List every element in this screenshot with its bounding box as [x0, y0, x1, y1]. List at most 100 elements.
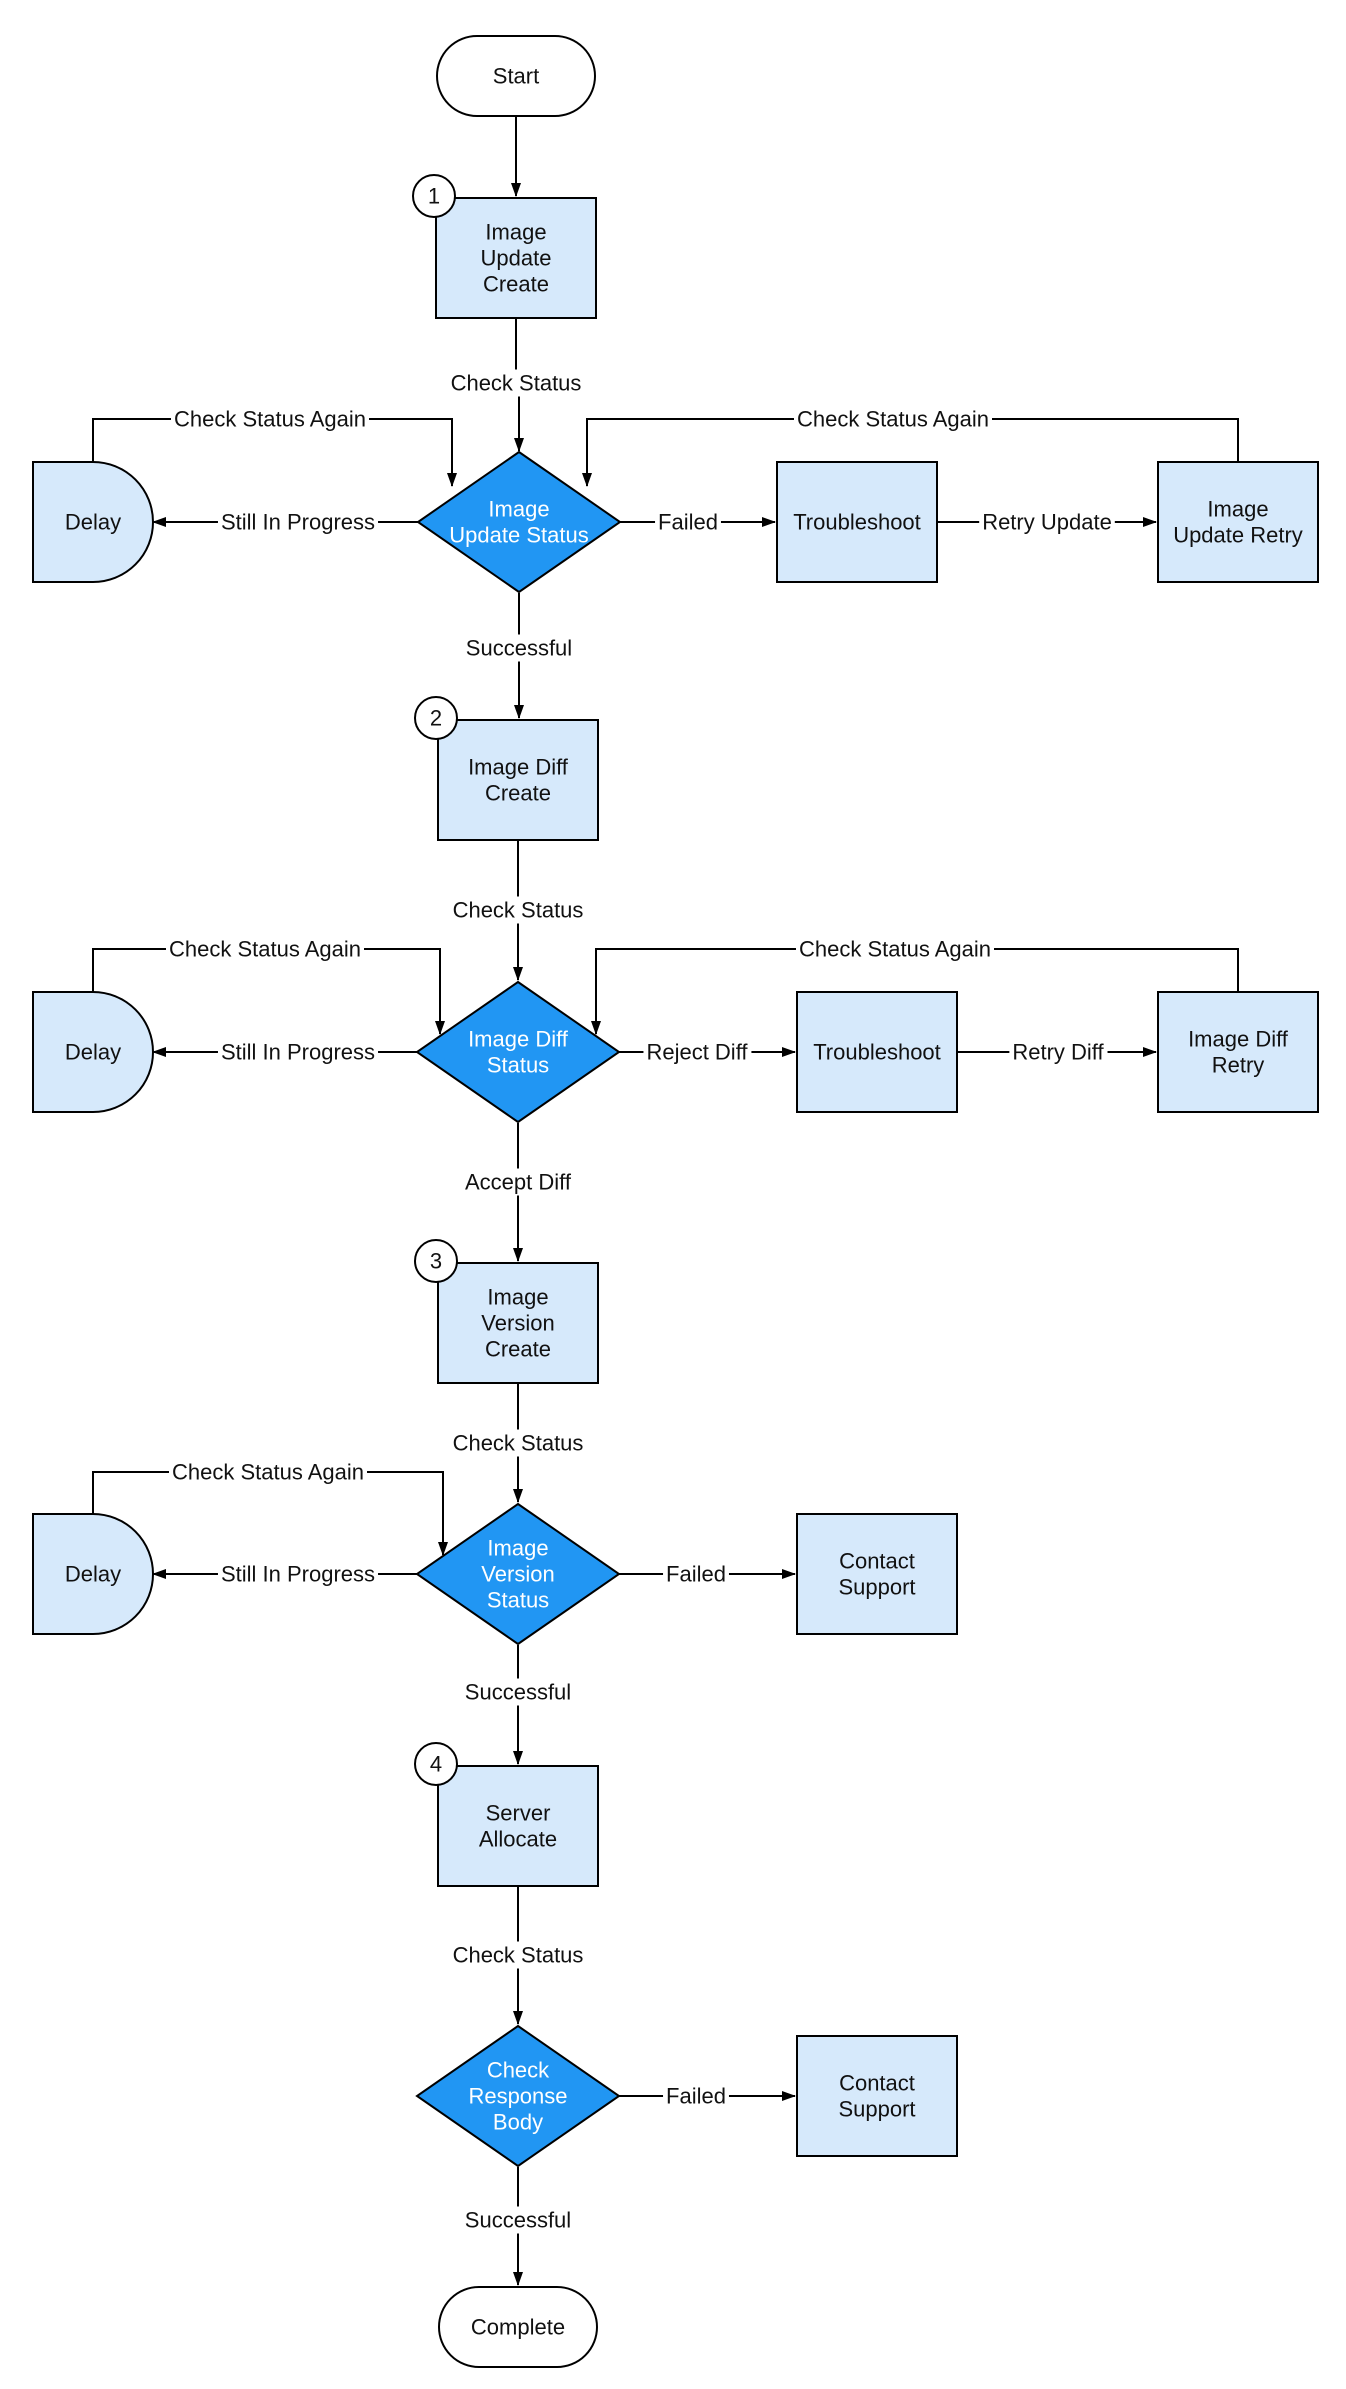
step-badge-step2-label-line: 2 [430, 706, 442, 731]
step-badge-step1-label-line: 1 [428, 184, 440, 209]
node-delay-1-label-line: Delay [65, 510, 121, 535]
node-image-version-create-label-line: Create [485, 1337, 551, 1362]
step-badge-circle [414, 696, 458, 740]
edge-label-text: Check Status [453, 1431, 584, 1456]
edge-label-status3-to-allocate: Successful [461, 1678, 575, 1706]
edge-label-background [979, 508, 1115, 536]
edge-label-background [462, 1168, 575, 1196]
terminal-shape [436, 35, 596, 117]
edge-label-delay2-to-status2: Check Status Again [165, 935, 365, 963]
node-image-diff-retry-label-line: Retry [1212, 1053, 1265, 1078]
edge-label-background [643, 1038, 752, 1066]
node-server-allocate-label-line: Server [486, 1801, 551, 1826]
edge-label-status3-to-delay3: Still In Progress [217, 1560, 379, 1588]
node-image-update-create-label-line: Image [485, 220, 546, 245]
node-image-version-create-label-line: Version [481, 1311, 554, 1336]
node-complete: Complete [438, 2286, 598, 2368]
process-shape [796, 991, 958, 1113]
step-badge-circle [414, 1239, 458, 1283]
node-image-update-retry-label-line: Update Retry [1173, 523, 1303, 548]
node-server-allocate-label-line: Allocate [479, 1827, 557, 1852]
edge-label-background [165, 935, 365, 963]
edge-label-background [217, 1038, 379, 1066]
edge-label-text: Successful [466, 636, 572, 661]
edge-label-text: Successful [465, 2208, 571, 2233]
node-contact-support-1-label-line: Support [838, 1575, 915, 1600]
process-shape [437, 1765, 599, 1887]
edge-label-text: Still In Progress [221, 510, 375, 535]
edge-label-background [461, 2206, 575, 2234]
node-contact-support-1-label-line: Contact [839, 1549, 915, 1574]
edges-layer [92, 116, 1239, 2286]
edge-label-background [217, 508, 379, 536]
step-badge-step3: 3 [414, 1239, 458, 1283]
edge-label-background [447, 369, 585, 397]
decision-shape [415, 1502, 621, 1646]
node-troubleshoot-1-label-line: Troubleshoot [793, 510, 921, 535]
edge-label-text: Reject Diff [646, 1040, 748, 1065]
edge-label-status3-to-support1: Failed [663, 1560, 729, 1588]
edge-label-troubleshoot2-to-retry2: Retry Diff [1009, 1038, 1108, 1066]
node-image-version-status-label-line: Version [481, 1562, 554, 1587]
process-shape [796, 2035, 958, 2157]
edge-label-background [793, 405, 993, 433]
node-image-diff-status-label-line: Status [487, 1053, 549, 1078]
edge-label-status2-to-delay2: Still In Progress [217, 1038, 379, 1066]
edge-label-create1-to-status1: Check Status [447, 369, 585, 397]
edge-label-background [449, 1429, 587, 1457]
edge-label-text: Failed [658, 510, 718, 535]
node-image-update-status-label-line: Image [488, 497, 549, 522]
step-badge-step3-label-line: 3 [430, 1249, 442, 1274]
delay-shape [32, 461, 154, 583]
edge-label-text: Failed [666, 1562, 726, 1587]
edge-label-text: Check Status [453, 1943, 584, 1968]
node-delay-2: Delay [32, 991, 154, 1113]
edge-label-text: Check Status Again [174, 407, 366, 432]
node-image-diff-retry-label-line: Image Diff [1188, 1027, 1289, 1052]
step-badge-circle [414, 1742, 458, 1786]
delay-shape [32, 1513, 154, 1635]
node-check-response-body-label-line: Check [487, 2058, 550, 2083]
node-image-update-retry-label-line: Image [1207, 497, 1268, 522]
edge-label-status1-to-create2: Successful [462, 634, 576, 662]
node-contact-support-2-label-line: Contact [839, 2071, 915, 2096]
node-delay-3: Delay [32, 1513, 154, 1635]
decision-shape [416, 450, 622, 594]
node-image-diff-status-label-line: Image Diff [468, 1027, 569, 1052]
node-image-version-status-label-line: Image [487, 1536, 548, 1561]
node-delay-1: Delay [32, 461, 154, 583]
edge-label-text: Check Status Again [172, 1460, 364, 1485]
edge-label-text: Check Status Again [169, 937, 361, 962]
terminal-shape [438, 2286, 598, 2368]
node-image-version-create-label-line: Image [487, 1285, 548, 1310]
edge-label-delay3-to-status3: Check Status Again [168, 1458, 368, 1486]
edge-label-status2-to-create3: Accept Diff [462, 1168, 575, 1196]
edge-label-text: Still In Progress [221, 1562, 375, 1587]
node-image-update-create-label-line: Create [483, 272, 549, 297]
delay-shape [32, 991, 154, 1113]
step-badge-circle [412, 174, 456, 218]
edge-label-troubleshoot1-to-retry1: Retry Update [979, 508, 1115, 536]
edge-label-background [170, 405, 370, 433]
step-badge-step4: 4 [414, 1742, 458, 1786]
edge-label-check-to-support2: Failed [663, 2082, 729, 2110]
node-image-update-create-label-line: Update [481, 246, 552, 271]
edge-label-text: Check Status [451, 371, 582, 396]
process-shape [435, 197, 597, 319]
node-image-diff-create-label-line: Create [485, 781, 551, 806]
edge-label-text: Still In Progress [221, 1040, 375, 1065]
edge-label-text: Failed [666, 2084, 726, 2109]
edge-label-text: Check Status Again [799, 937, 991, 962]
decision-shape [415, 2024, 621, 2168]
